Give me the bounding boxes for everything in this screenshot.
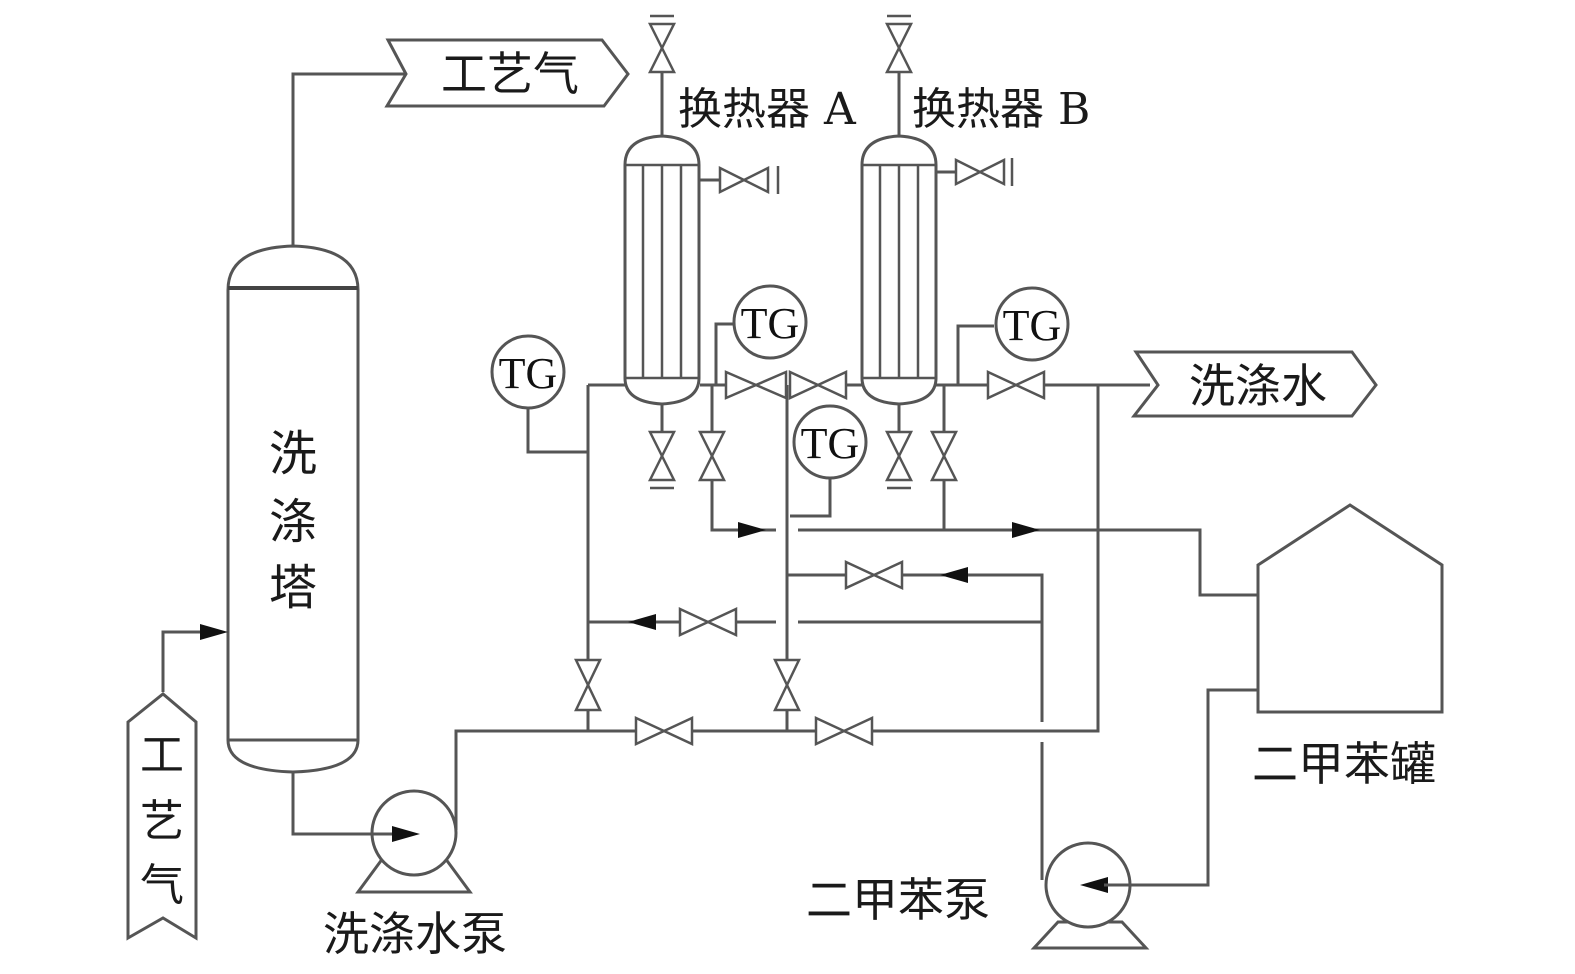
valve-vent-a[interactable] xyxy=(647,14,677,74)
valve-a-branch[interactable] xyxy=(697,430,727,482)
pipe-gas-in xyxy=(161,630,222,692)
tg-4-label: TG xyxy=(1003,301,1062,350)
temperature-gauge-1: TG xyxy=(490,334,588,454)
heat-exchanger-a xyxy=(623,134,701,406)
heat-exchanger-b xyxy=(860,134,938,406)
valve-b-inlet[interactable] xyxy=(788,370,848,400)
pipe-wash-water-header xyxy=(454,385,1100,830)
temperature-gauge-3: TG xyxy=(790,404,868,518)
pipe-tower-top xyxy=(291,72,405,246)
pipe-xylene-upper-b xyxy=(902,573,1044,722)
wash-water-out-label: 洗涤水 xyxy=(1189,359,1327,413)
wash-tower: 洗 涤 塔 xyxy=(226,244,360,774)
process-gas-in-flag: 工 艺 气 xyxy=(126,692,198,941)
wash-tower-label-1: 洗 xyxy=(269,426,317,482)
process-gas-out-label: 工艺气 xyxy=(441,47,579,101)
xylene-pump: 二甲苯泵 xyxy=(806,688,1258,950)
valve-riser-middle[interactable] xyxy=(773,658,801,712)
process-gas-in-label-1: 工 xyxy=(140,730,184,781)
valve-side-a[interactable] xyxy=(718,165,780,195)
flow-arrow xyxy=(628,614,656,630)
valve-drain-b[interactable] xyxy=(884,430,914,490)
temperature-gauge-2: TG xyxy=(714,284,808,385)
pipe-tower-bottom xyxy=(291,772,400,836)
pipe-to-tank xyxy=(798,528,1258,597)
valve-header-1[interactable] xyxy=(634,716,694,746)
heat-exchanger-a-label: 换热器 A xyxy=(678,84,857,135)
valve-header-2[interactable] xyxy=(814,716,874,746)
valve-drain-a[interactable] xyxy=(647,430,677,490)
temperature-gauge-4: TG xyxy=(956,286,1070,385)
tg-1-label: TG xyxy=(499,349,558,398)
valve-side-b[interactable] xyxy=(954,157,1014,187)
flow-arrow xyxy=(1012,522,1040,538)
valve-xylene-lower[interactable] xyxy=(678,607,738,637)
process-gas-in-label-2: 艺 xyxy=(140,796,184,847)
tg-3-label: TG xyxy=(801,419,860,468)
valve-xylene-upper[interactable] xyxy=(844,560,904,590)
xylene-tank: 二甲苯罐 xyxy=(1252,503,1444,791)
valve-vent-b[interactable] xyxy=(884,14,914,74)
wash-water-pump-label: 洗涤水泵 xyxy=(323,907,507,961)
flow-arrow xyxy=(940,567,968,583)
process-gas-out-flag: 工艺气 xyxy=(384,38,630,108)
flow-arrow xyxy=(738,522,766,538)
wash-tower-label-2: 涤 xyxy=(269,494,317,550)
valve-a-outlet[interactable] xyxy=(724,370,788,400)
tg-2-label: TG xyxy=(741,299,800,348)
wash-water-pump: 洗涤水泵 xyxy=(323,789,507,961)
process-gas-in-label-3: 气 xyxy=(140,860,184,911)
wash-tower-label-3: 塔 xyxy=(269,560,317,616)
flow-arrow xyxy=(200,624,228,640)
wash-water-out-flag: 洗涤水 xyxy=(1130,350,1378,418)
valve-b-outlet[interactable] xyxy=(986,370,1046,400)
valve-riser-left[interactable] xyxy=(574,658,602,712)
valve-b-branch[interactable] xyxy=(929,430,959,482)
pipe-return-1 xyxy=(710,480,776,532)
heat-exchanger-b-label: 换热器 B xyxy=(912,84,1090,135)
xylene-pump-label: 二甲苯泵 xyxy=(806,873,990,927)
xylene-tank-label: 二甲苯罐 xyxy=(1252,737,1436,791)
